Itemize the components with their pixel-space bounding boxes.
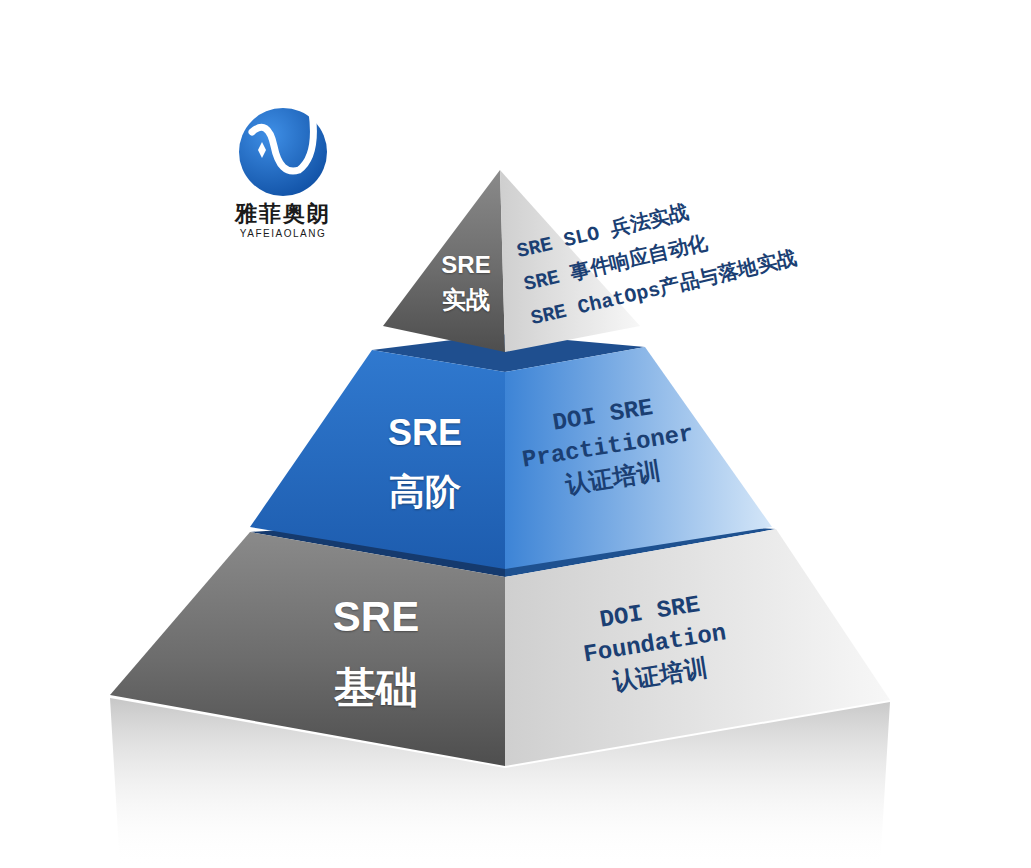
pyramid-top-tier: SRE 实战SRE SLO 兵法实战SRE 事件响应自动化SRE ChatOps…	[383, 170, 640, 352]
company-name-latin: YAFEIAOLANG	[240, 228, 326, 239]
tier-title: SRE 实战	[441, 248, 490, 318]
company-name: 雅菲奥朗	[235, 199, 331, 229]
pyramid-middle-tier: SRE 高阶DOI SRE Practitioner 认证培训	[250, 334, 772, 569]
tier-title: SRE 基础	[333, 581, 419, 724]
company-logo	[239, 108, 327, 196]
tier-face	[383, 170, 505, 352]
tier-face	[110, 532, 505, 766]
tier-face	[505, 529, 890, 766]
tier-title: SRE 高阶	[388, 403, 462, 522]
